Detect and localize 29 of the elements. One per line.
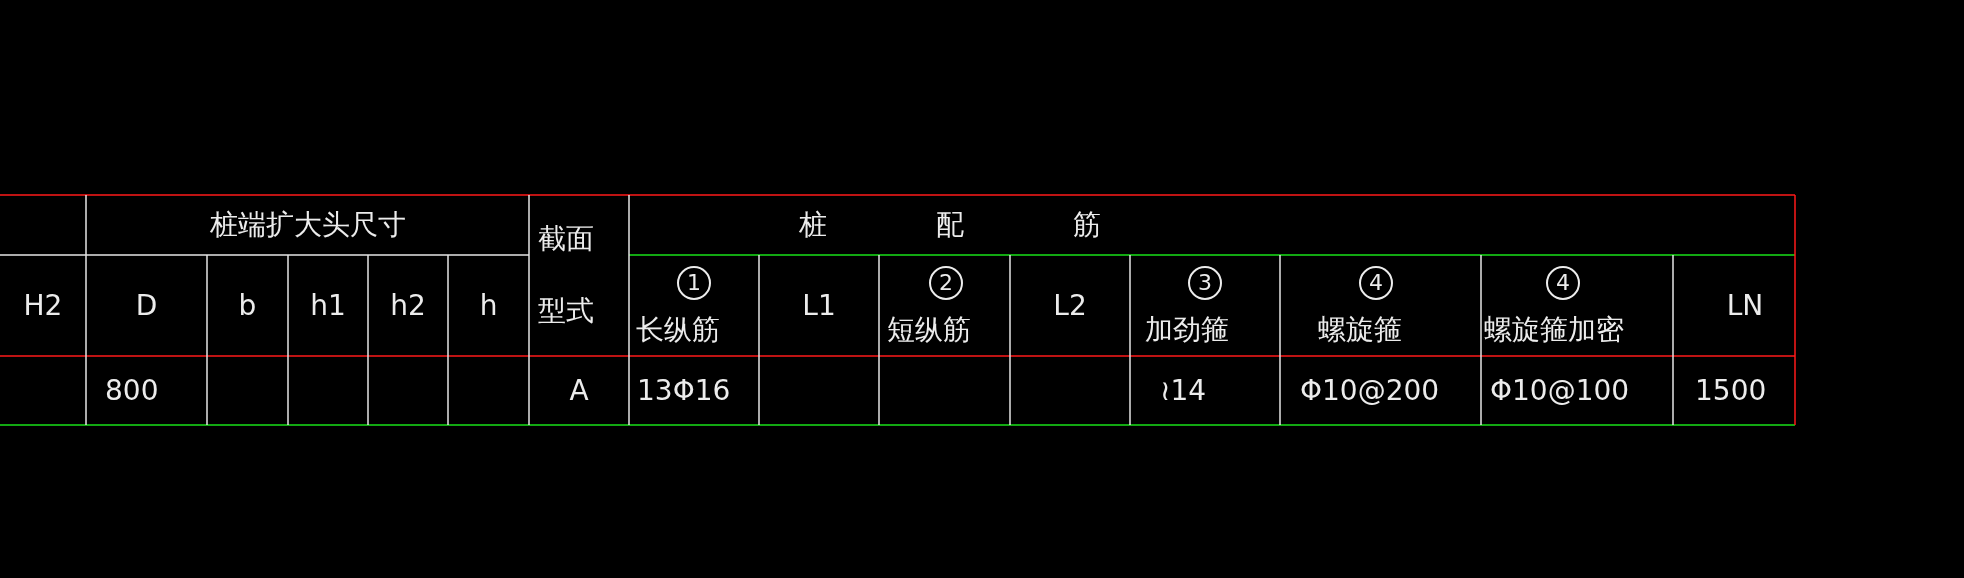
table-value: 800: [105, 372, 159, 409]
column-header: H2: [23, 287, 63, 324]
table-value: 1500: [1695, 372, 1767, 409]
column-header: 加劲箍: [1145, 312, 1229, 348]
callout-number: 4: [1359, 266, 1393, 300]
table-value: 13Φ16: [637, 372, 731, 409]
column-header: 桩端扩大头尺寸: [209, 207, 406, 243]
column-header: LN: [1726, 287, 1764, 324]
column-header: 截面型式: [538, 221, 594, 329]
callout-number: 1: [677, 266, 711, 300]
table-value: Φ10@100: [1490, 372, 1630, 409]
column-header: h2: [390, 287, 426, 324]
callout-number: 3: [1188, 266, 1222, 300]
column-header: h: [479, 287, 498, 324]
column-header: 长纵筋: [636, 312, 720, 348]
table-value: A: [569, 372, 589, 409]
callout-number: 2: [929, 266, 963, 300]
column-header: 螺旋箍: [1318, 312, 1402, 348]
table-value: ≀14: [1160, 372, 1207, 409]
column-header: h1: [310, 287, 346, 324]
column-header: b: [238, 287, 257, 324]
column-header: D: [135, 287, 158, 324]
column-header: 桩 配 筋: [799, 207, 1101, 243]
column-header: 短纵筋: [887, 312, 971, 348]
column-header: L1: [802, 287, 836, 324]
callout-number: 4: [1546, 266, 1580, 300]
table-value: Φ10@200: [1300, 372, 1440, 409]
column-header: 螺旋箍加密: [1484, 312, 1624, 348]
column-header: L2: [1053, 287, 1087, 324]
